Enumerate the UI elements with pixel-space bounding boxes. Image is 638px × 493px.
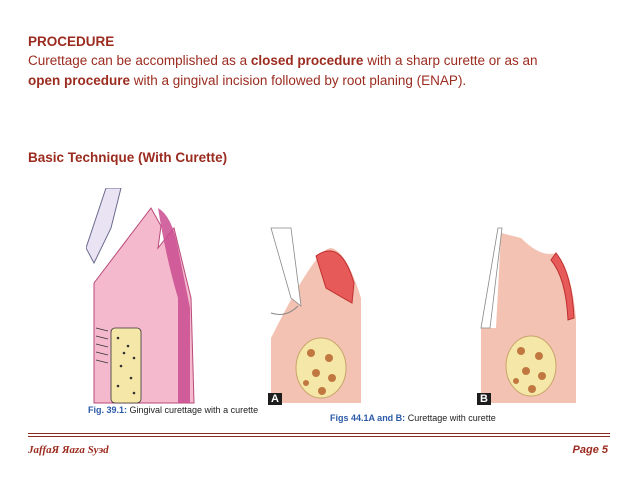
section-heading: PROCEDURE xyxy=(28,34,115,49)
figure-caption-1: Fig. 39.1: Gingival curettage with a cur… xyxy=(88,405,258,415)
procedure-paragraph: Curettage can be accomplished as a close… xyxy=(28,51,618,91)
caption-2-ref: Figs 44.1A and B: xyxy=(330,413,406,423)
caption-1-ref: Fig. 39.1: xyxy=(88,405,128,415)
footer-author: JaffaЯ Яaza Syэd xyxy=(28,444,109,456)
curettage-illustration xyxy=(86,188,576,404)
paragraph-text-3: with a gingival incision followed by roo… xyxy=(130,73,467,88)
paragraph-bold-closed: closed procedure xyxy=(250,53,364,68)
figure-label-b: B xyxy=(477,393,491,405)
footer-divider xyxy=(28,433,610,434)
caption-1-text: Gingival curettage with a curette xyxy=(127,405,259,415)
paragraph-text-1: Curettage can be accomplished as a xyxy=(28,53,251,68)
footer-divider-thin xyxy=(28,436,610,437)
subheading: Basic Technique (With Curette) xyxy=(28,150,228,165)
caption-2-text: Curettage with curette xyxy=(405,413,496,423)
footer-page-number: Page 5 xyxy=(572,444,608,456)
fig-39-1-drawing xyxy=(86,188,195,404)
paragraph-bold-open: open procedure xyxy=(28,73,131,88)
figure-caption-2: Figs 44.1A and B: Curettage with curette xyxy=(330,413,496,423)
fig-44-1b-drawing xyxy=(480,227,576,403)
figure-label-a: A xyxy=(268,393,282,405)
paragraph-text-2: with a sharp curette or as an xyxy=(363,53,538,68)
fig-44-1a-drawing xyxy=(270,227,361,403)
